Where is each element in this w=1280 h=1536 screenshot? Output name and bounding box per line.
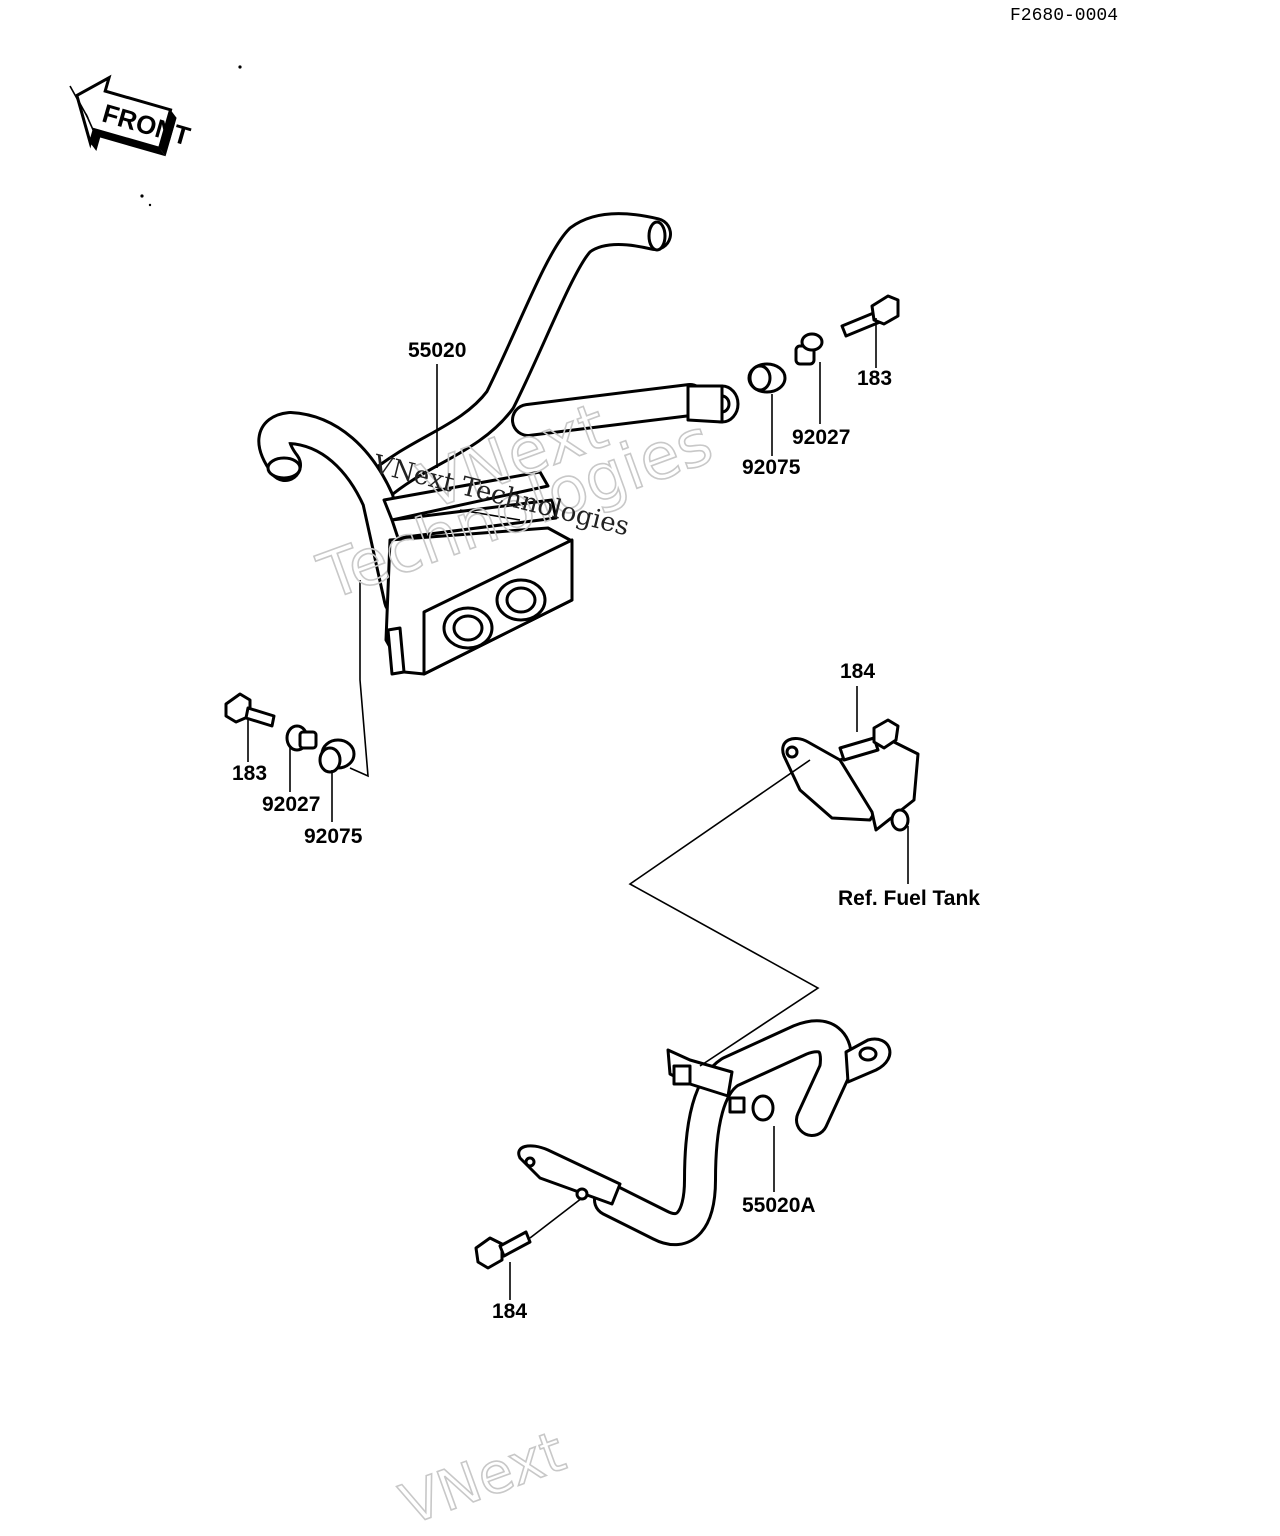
front-arrow-hatch-icon <box>69 85 95 133</box>
watermark-bottom: VNext <box>393 1419 574 1536</box>
callout-frame-upper: 55020 <box>408 339 466 362</box>
callout-bolt-top-right: 183 <box>857 367 892 390</box>
callout-collar-top-right: 92027 <box>792 426 850 449</box>
callout-labels: 55020 183 92027 92075 183 92027 92075 18… <box>232 339 980 1323</box>
bolt-bottom <box>474 1230 532 1270</box>
scan-specks <box>140 65 242 207</box>
collar-left <box>285 724 318 752</box>
callout-frame-lower: 55020A <box>742 1194 816 1217</box>
fuel-tank-bracket <box>781 737 920 832</box>
callout-grommet-top-right: 92075 <box>742 456 801 479</box>
frame-lower <box>517 1019 892 1247</box>
grommet-top-right <box>747 362 787 394</box>
leader-lines <box>247 318 909 1300</box>
bolt-bracket <box>838 718 900 762</box>
callout-bolt-bracket: 184 <box>840 660 875 683</box>
grommet-left <box>318 738 356 774</box>
collar-top-right <box>794 332 824 366</box>
callout-bolt-left: 183 <box>232 762 267 785</box>
bolt-top-right <box>840 294 900 338</box>
callout-bolt-bottom: 184 <box>492 1300 527 1323</box>
front-arrow-icon: FRONT <box>75 74 194 157</box>
drawing-code: F2680-0004 <box>1010 6 1118 26</box>
frame-upper <box>257 212 740 676</box>
bolt-left <box>224 692 276 728</box>
callout-fuel-tank-ref: Ref. Fuel Tank <box>838 887 980 910</box>
callout-collar-left: 92027 <box>262 793 320 816</box>
callout-grommet-left: 92075 <box>304 825 363 848</box>
